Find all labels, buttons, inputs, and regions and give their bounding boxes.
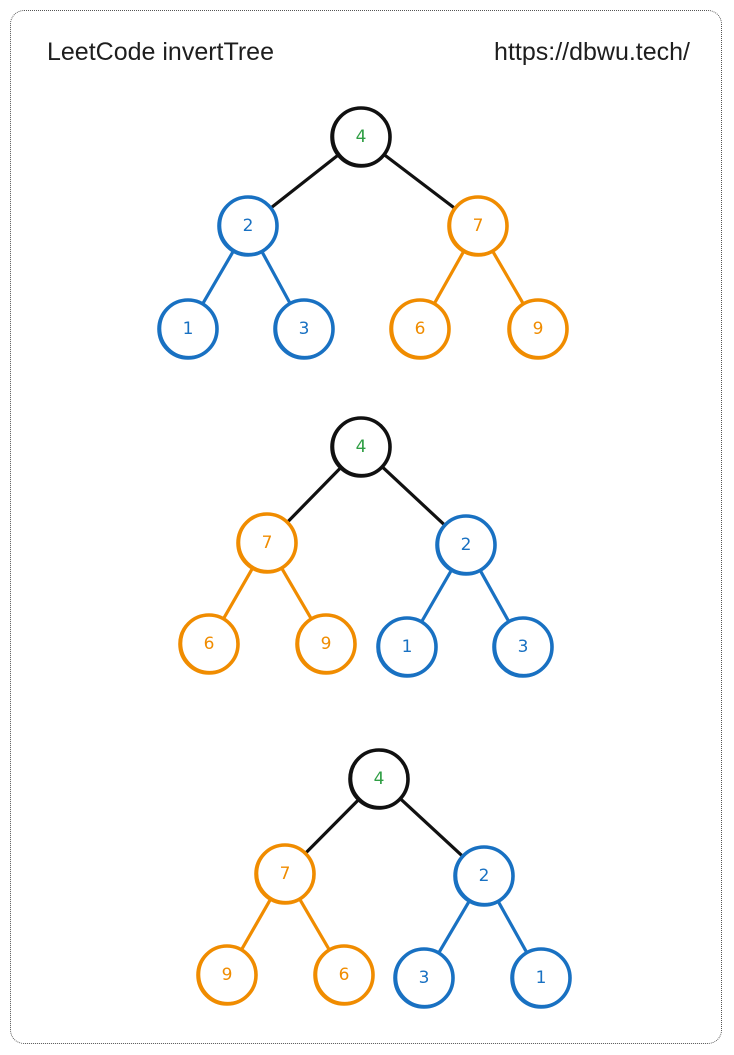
node-circle-outline xyxy=(297,614,356,673)
tree-node-6: 6 xyxy=(178,613,240,675)
node-circle-outline xyxy=(332,107,391,166)
node-circle-outline xyxy=(198,945,257,1004)
edge-b2-b3 xyxy=(477,566,512,626)
node-circle-outline xyxy=(391,299,450,358)
node-label: 4 xyxy=(356,127,367,147)
edge-c4-c7 xyxy=(302,796,362,857)
node-label: 1 xyxy=(183,319,194,339)
diagram-title: LeetCode invertTree xyxy=(47,38,274,66)
tree-1: 4 2 7 1 3 6 9 xyxy=(157,106,569,360)
node-label: 7 xyxy=(280,864,291,884)
node-circle-outline xyxy=(350,749,409,808)
tree-node-4: 4 xyxy=(348,748,410,810)
node-circle-outline xyxy=(509,299,568,358)
tree-node-2: 2 xyxy=(435,514,497,576)
edge-b4-b2 xyxy=(379,463,448,529)
node-circle-outline xyxy=(219,196,278,255)
node-label: 3 xyxy=(419,968,430,988)
node-label: 4 xyxy=(374,769,385,789)
edge-a4-a2 xyxy=(267,152,342,211)
tree-node-9: 9 xyxy=(196,944,258,1006)
tree-node-2: 2 xyxy=(453,845,515,907)
edge-c2-c1 xyxy=(495,897,530,957)
node-label: 7 xyxy=(473,216,484,236)
node-label: 9 xyxy=(222,965,233,985)
node-label: 6 xyxy=(204,634,215,654)
node-label: 6 xyxy=(339,965,350,985)
node-circle-outline xyxy=(437,515,496,574)
diagram-frame xyxy=(10,10,722,1044)
node-circle-outline xyxy=(494,617,553,676)
tree-node-1: 1 xyxy=(157,298,219,360)
tree-3: 4 7 2 9 6 3 1 xyxy=(196,748,572,1009)
tree-node-9: 9 xyxy=(507,298,569,360)
tree-node-6: 6 xyxy=(313,944,375,1006)
edge-c7-c6 xyxy=(297,895,332,954)
tree-2: 4 7 2 6 9 1 3 xyxy=(178,416,554,678)
tree-node-4: 4 xyxy=(330,106,392,168)
tree-node-9: 9 xyxy=(295,613,357,675)
edge-a7-a6 xyxy=(431,247,467,308)
edge-c2-c3 xyxy=(436,897,472,957)
node-circle-outline xyxy=(180,614,239,673)
node-label: 7 xyxy=(262,533,273,553)
tree-node-2: 2 xyxy=(217,195,279,257)
tree-node-7: 7 xyxy=(254,843,316,905)
node-circle-outline xyxy=(275,299,334,358)
tree-node-7: 7 xyxy=(236,512,298,574)
node-label: 9 xyxy=(533,319,544,339)
edge-a2-a1 xyxy=(199,247,237,308)
node-circle-outline xyxy=(315,945,374,1004)
node-circle-outline xyxy=(455,846,514,905)
node-circle-outline xyxy=(512,948,571,1007)
node-circle-outline xyxy=(449,196,508,255)
node-label: 6 xyxy=(415,319,426,339)
node-label: 2 xyxy=(479,866,490,886)
edge-c7-c9 xyxy=(238,895,274,954)
edge-b7-b6 xyxy=(220,564,256,623)
tree-node-6: 6 xyxy=(389,298,451,360)
edge-b2-b1 xyxy=(418,566,455,626)
edge-a7-a9 xyxy=(489,247,527,308)
source-url: https://dbwu.tech/ xyxy=(494,38,690,66)
edge-a4-a7 xyxy=(380,151,459,212)
node-label: 3 xyxy=(299,319,310,339)
tree-node-4: 4 xyxy=(330,416,392,478)
tree-node-1: 1 xyxy=(510,947,572,1009)
edge-b4-b7 xyxy=(284,464,344,526)
node-circle-outline xyxy=(256,844,315,903)
tree-node-3: 3 xyxy=(492,616,554,678)
node-circle-outline xyxy=(332,417,391,476)
edge-a2-a3 xyxy=(259,248,293,307)
tree-node-7: 7 xyxy=(447,195,509,257)
edge-b7-b9 xyxy=(279,564,314,623)
node-label: 4 xyxy=(356,437,367,457)
node-label: 1 xyxy=(536,968,547,988)
node-label: 2 xyxy=(461,535,472,555)
node-label: 2 xyxy=(243,216,254,236)
node-label: 9 xyxy=(321,634,332,654)
tree-node-1: 1 xyxy=(376,616,438,678)
tree-node-3: 3 xyxy=(273,298,335,360)
node-circle-outline xyxy=(378,617,437,676)
node-label: 1 xyxy=(402,637,413,657)
tree-node-3: 3 xyxy=(393,947,455,1009)
node-circle-outline xyxy=(159,299,218,358)
node-circle-outline xyxy=(395,948,454,1007)
node-label: 3 xyxy=(518,637,529,657)
node-circle-outline xyxy=(238,513,297,572)
edge-c4-c2 xyxy=(397,795,466,860)
